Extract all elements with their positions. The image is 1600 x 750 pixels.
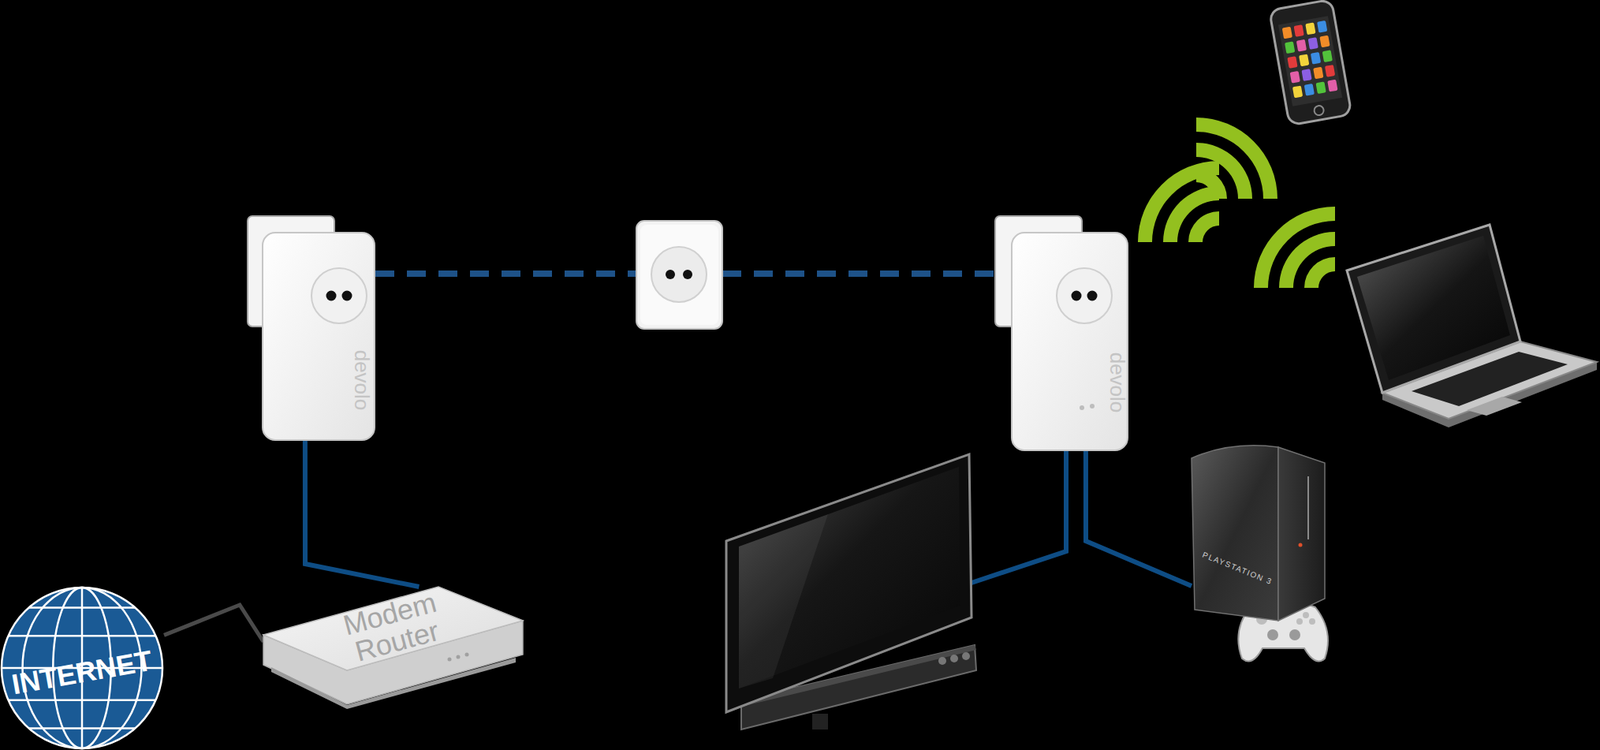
app-icon	[1322, 49, 1333, 63]
app-icon	[1298, 54, 1310, 68]
adapter-body	[1011, 232, 1128, 451]
app-icon	[1292, 85, 1303, 99]
app-icon	[1312, 67, 1324, 80]
socket-hole	[682, 269, 693, 280]
app-icon	[1319, 35, 1330, 49]
outlet-hole	[1087, 290, 1098, 302]
router-led	[456, 655, 461, 660]
globe-parallel	[8, 634, 157, 638]
controller-button	[1302, 611, 1310, 619]
smartphone	[1269, 0, 1352, 126]
adapter-outlet	[1056, 268, 1112, 324]
globe-parallel	[8, 699, 157, 702]
wall-socket	[636, 220, 723, 329]
laptop-touchpad	[1466, 396, 1522, 416]
powerline-adapter: devolo	[247, 216, 376, 441]
phone-home-button	[1313, 104, 1325, 116]
brand-label: devolo	[1107, 352, 1128, 414]
app-icon	[1316, 20, 1328, 34]
console-side	[1191, 445, 1279, 621]
console-shape	[1191, 440, 1325, 623]
tv-reflection	[738, 514, 828, 689]
modem-router: Modem Router	[263, 586, 523, 709]
outlet-hole	[1071, 290, 1082, 302]
laptop	[1346, 224, 1597, 428]
router-top	[263, 586, 523, 671]
app-icon	[1284, 41, 1295, 54]
adapter-body	[262, 232, 375, 441]
laptop-screen	[1357, 235, 1511, 381]
player-button	[938, 656, 947, 665]
tv-frame	[726, 454, 972, 713]
console-light	[1298, 543, 1303, 548]
app-icon	[1294, 24, 1305, 38]
app-icon	[1324, 64, 1336, 78]
wifi-wave	[1196, 117, 1278, 199]
phone-body	[1269, 0, 1352, 126]
player-foot	[812, 713, 828, 730]
controller-button	[1309, 618, 1316, 625]
laptop-lid	[1346, 224, 1521, 393]
wifi-wave	[1188, 211, 1220, 243]
adapter-shape	[995, 216, 1129, 452]
socket-plate	[636, 220, 723, 329]
socket-face	[640, 224, 719, 325]
player-button	[962, 652, 970, 661]
controller-stick	[1289, 629, 1301, 641]
adapter-outlet	[311, 268, 367, 324]
globe-sphere	[1, 587, 163, 749]
ethernet-cable	[305, 440, 420, 587]
app-icon	[1304, 83, 1315, 97]
outlet-hole	[326, 290, 337, 302]
powerline-link	[375, 270, 996, 277]
globe-parallel	[29, 727, 136, 730]
app-icon	[1315, 81, 1326, 94]
television	[726, 454, 972, 713]
internet-globe: INTERNET	[0, 585, 165, 750]
internet-cable	[164, 604, 264, 642]
outlet-hole	[342, 290, 353, 302]
socket-hole	[665, 269, 676, 280]
app-icon	[1301, 68, 1312, 82]
ethernet-cable	[1085, 451, 1192, 586]
adapter-led	[1079, 405, 1085, 411]
brand-label: devolo	[351, 350, 373, 411]
router-led	[465, 652, 470, 657]
tv-screen	[738, 466, 961, 689]
app-icon	[1296, 39, 1307, 53]
router-base	[271, 657, 516, 709]
phone-screen	[1278, 15, 1343, 107]
controller-button	[1296, 618, 1303, 625]
player-button	[950, 654, 959, 663]
console-slot	[1307, 476, 1310, 540]
tv-cable	[969, 451, 1067, 584]
socket-outlet	[651, 246, 707, 303]
wifi-wave	[1253, 206, 1336, 288]
game-console: PLAYSTATION 3	[1191, 440, 1325, 623]
app-icon	[1290, 70, 1301, 84]
app-icon	[1308, 37, 1319, 50]
wifi-wave	[1304, 257, 1336, 288]
globe-parallel	[29, 606, 136, 609]
powerline-wifi-adapter: devolo	[995, 216, 1129, 452]
router-led	[447, 657, 452, 662]
app-icon	[1327, 79, 1338, 93]
app-icon	[1310, 52, 1321, 65]
app-icon	[1305, 22, 1316, 36]
app-icon	[1286, 55, 1298, 69]
console-front	[1278, 447, 1325, 621]
controller-stick	[1267, 629, 1279, 641]
app-icon	[1282, 26, 1293, 40]
wifi-wave	[1196, 167, 1228, 199]
adapter-led	[1089, 403, 1095, 409]
